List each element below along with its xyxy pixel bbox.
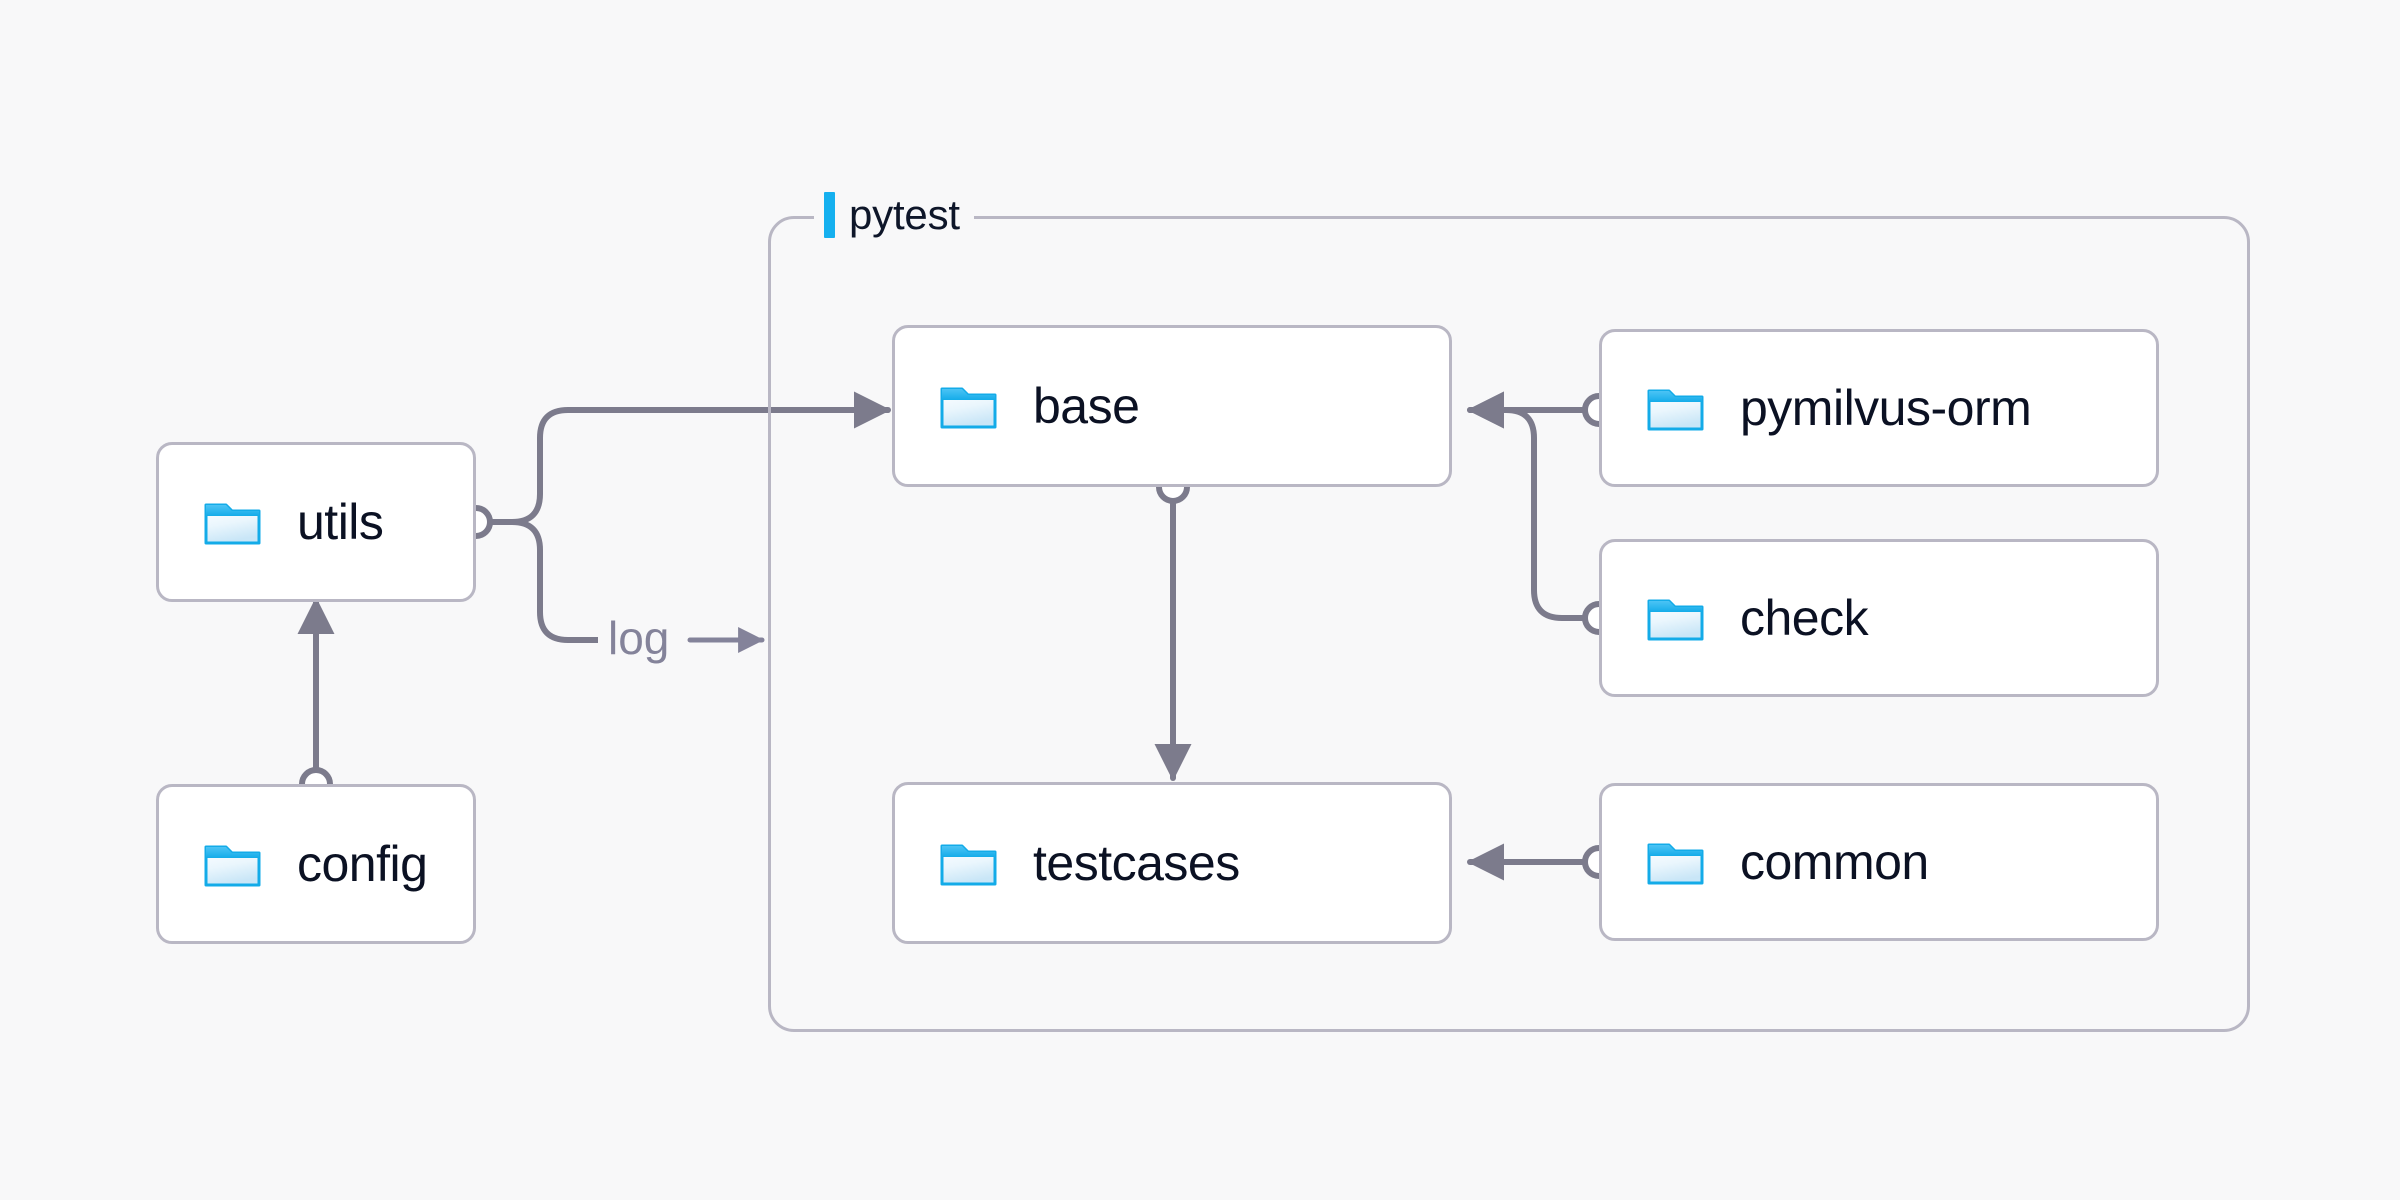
- node-check-label: check: [1740, 590, 1869, 646]
- node-testcases-label: testcases: [1033, 835, 1240, 891]
- folder-icon: [204, 503, 261, 545]
- node-pymilvus-orm-label: pymilvus-orm: [1740, 380, 2032, 436]
- folder-icon: [940, 844, 997, 886]
- folder-icon: [1647, 389, 1704, 431]
- edge-utils-pytest-log: [473, 519, 603, 643]
- group-accent-bar: [824, 192, 835, 238]
- node-pymilvus-orm[interactable]: pymilvus-orm: [1599, 329, 2159, 487]
- node-config-label: config: [297, 836, 428, 892]
- group-pytest-label: pytest: [814, 184, 974, 246]
- node-base-label: base: [1033, 378, 1140, 434]
- node-config[interactable]: config: [156, 784, 476, 944]
- node-check[interactable]: check: [1599, 539, 2159, 697]
- node-utils-label: utils: [297, 494, 384, 550]
- node-testcases[interactable]: testcases: [892, 782, 1452, 944]
- folder-icon: [204, 845, 261, 887]
- group-pytest: [768, 216, 2250, 1032]
- folder-icon: [1647, 599, 1704, 641]
- group-pytest-title: pytest: [849, 191, 960, 238]
- node-common-label: common: [1740, 834, 1929, 890]
- node-utils[interactable]: utils: [156, 442, 476, 602]
- edge-label-log: log: [598, 615, 680, 661]
- node-common[interactable]: common: [1599, 783, 2159, 941]
- folder-icon: [940, 387, 997, 429]
- node-base[interactable]: base: [892, 325, 1452, 487]
- folder-icon: [1647, 843, 1704, 885]
